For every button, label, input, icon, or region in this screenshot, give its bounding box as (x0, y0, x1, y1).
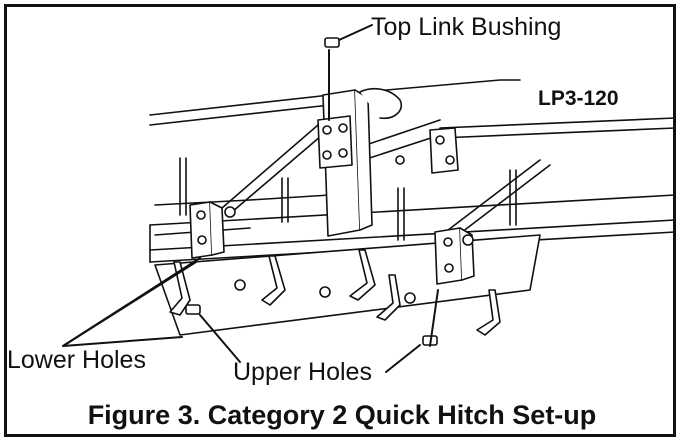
callout-lines (62, 24, 439, 373)
shanks (169, 249, 501, 336)
figure-caption: Figure 3. Category 2 Quick Hitch Set-up (87, 400, 597, 430)
model-label: LP3-120 (538, 87, 619, 110)
frame-rails (149, 79, 676, 236)
lower-hole-bushing-icon (185, 304, 201, 315)
left-hitch-bracket (189, 201, 236, 259)
top-link-bushing-icon (324, 37, 340, 48)
hitch-mast (317, 87, 459, 237)
spring-tines (179, 157, 517, 241)
a-frame-links (221, 119, 551, 246)
top-link-bushing-label: Top Link Bushing (371, 13, 562, 41)
lower-holes-label: Lower Holes (7, 346, 146, 374)
right-hitch-bracket (434, 227, 475, 285)
upper-holes-label: Upper Holes (233, 358, 372, 386)
bushings (185, 37, 438, 346)
